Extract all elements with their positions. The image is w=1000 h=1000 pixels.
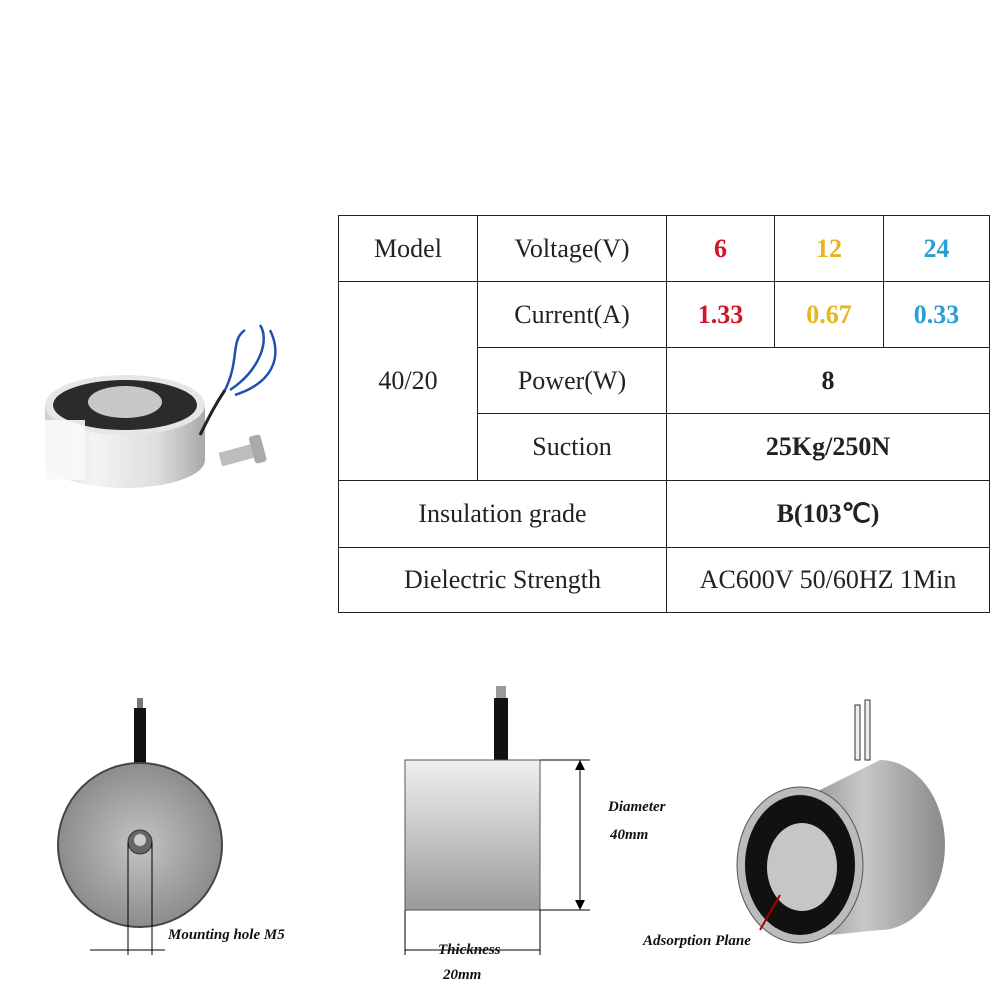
current-6v: 1.33 bbox=[666, 281, 775, 348]
dielectric-label: Dielectric Strength bbox=[338, 547, 667, 613]
perspective-diagram bbox=[736, 699, 945, 944]
product-photo bbox=[45, 324, 277, 488]
thickness-label: Thickness bbox=[438, 942, 501, 958]
power-value: 8 bbox=[666, 347, 990, 414]
power-label: Power(W) bbox=[477, 347, 667, 414]
voltage-label: Voltage(V) bbox=[477, 215, 667, 282]
voltage-12: 12 bbox=[774, 215, 884, 282]
voltage-24: 24 bbox=[883, 215, 990, 282]
model-value: 40/20 bbox=[338, 281, 478, 481]
spec-table: Model Voltage(V) 6 12 24 40/20 Current(A… bbox=[338, 215, 990, 613]
thickness-value: 20mm bbox=[443, 967, 482, 983]
front-view-diagram bbox=[57, 698, 223, 955]
adsorption-plane-label: Adsorption Plane bbox=[643, 933, 751, 949]
insulation-value: B(103℃) bbox=[666, 480, 990, 548]
current-label: Current(A) bbox=[477, 281, 667, 348]
model-header: Model bbox=[338, 215, 478, 282]
dielectric-value: AC600V 50/60HZ 1Min bbox=[666, 547, 990, 613]
current-24v: 0.33 bbox=[883, 281, 990, 348]
side-view-diagram bbox=[404, 686, 590, 955]
insulation-label: Insulation grade bbox=[338, 480, 667, 548]
suction-value: 25Kg/250N bbox=[666, 413, 990, 481]
current-12v: 0.67 bbox=[774, 281, 884, 348]
suction-label: Suction bbox=[477, 413, 667, 481]
diameter-value: 40mm bbox=[610, 827, 649, 843]
diameter-label: Diameter bbox=[608, 799, 666, 815]
voltage-6: 6 bbox=[666, 215, 775, 282]
mounting-hole-label: Mounting hole M5 bbox=[168, 927, 285, 943]
